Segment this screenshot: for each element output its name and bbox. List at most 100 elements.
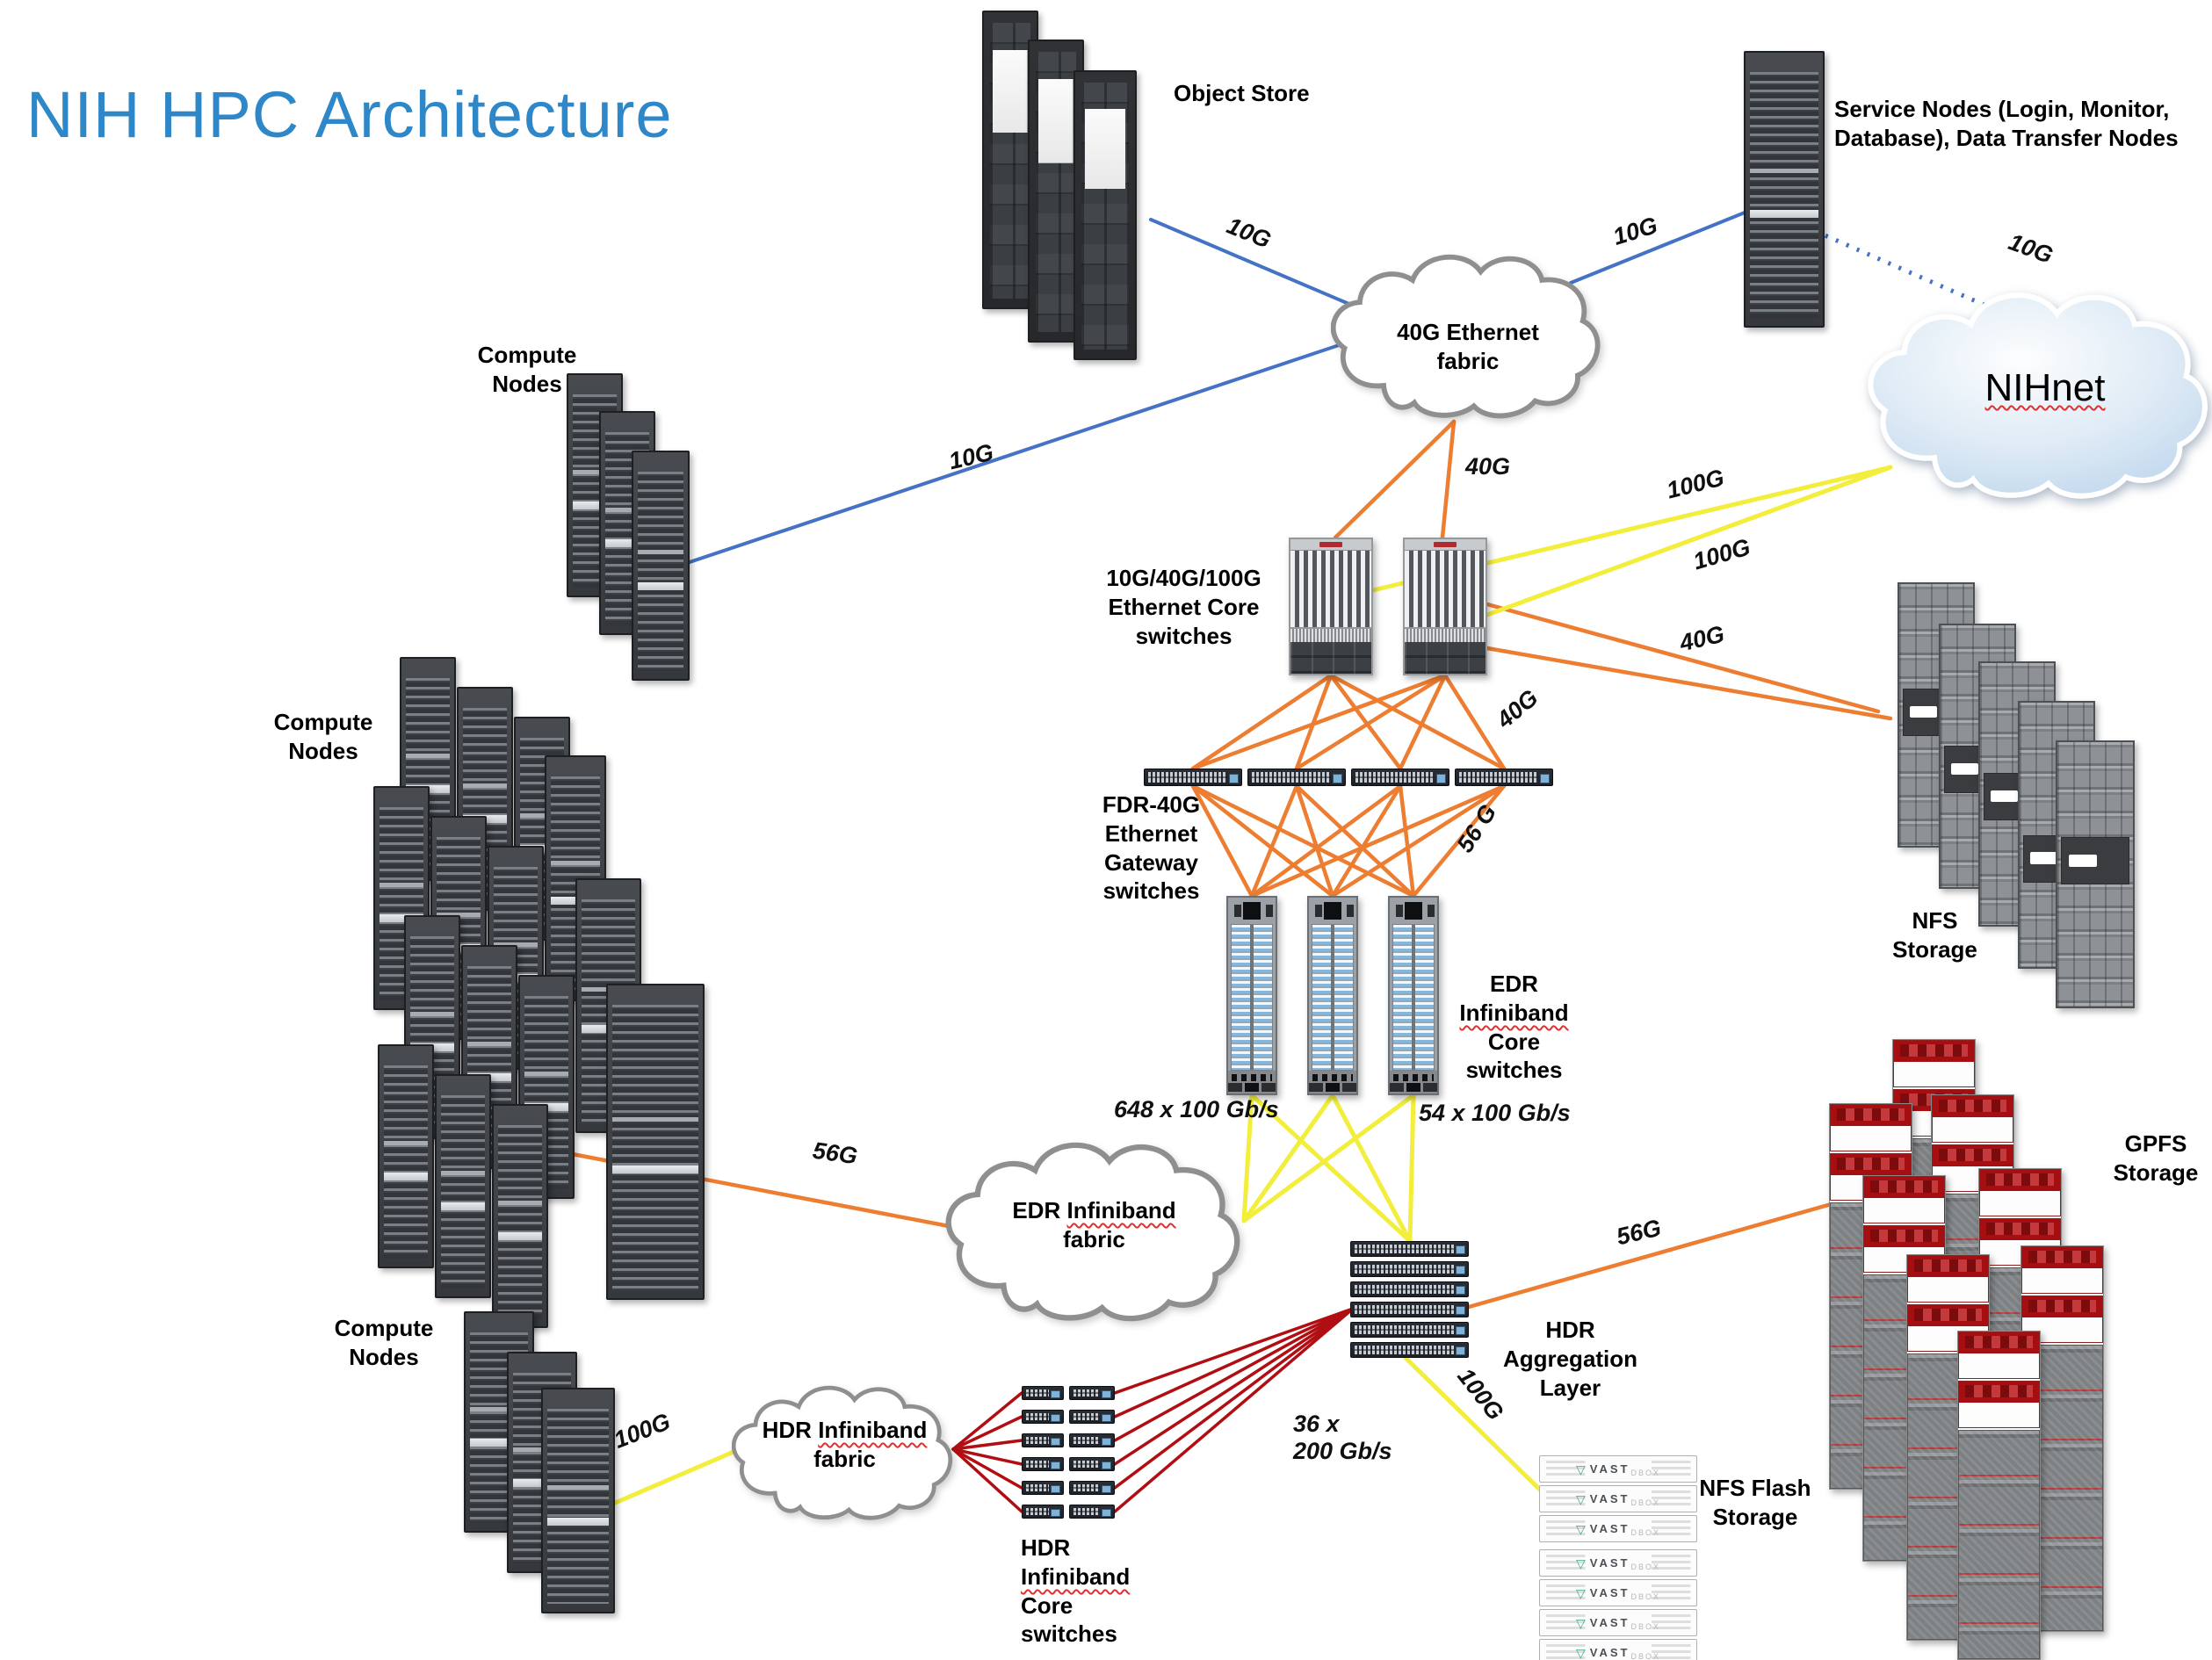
switch-line-cards xyxy=(1312,924,1354,1071)
link-label-54x100: 54 x 100 Gb/s xyxy=(1419,1100,1571,1126)
ethernet-fabric-cloud xyxy=(1331,254,1601,419)
vast-brand: VAST xyxy=(1589,1492,1630,1505)
ethernet-40g-links xyxy=(437,419,1893,1310)
hdr-core-switch xyxy=(1022,1505,1064,1519)
switch-top-panel xyxy=(1390,898,1437,924)
hdr-core-switch xyxy=(1022,1386,1064,1400)
fdr-gateway-switch xyxy=(1455,769,1553,786)
vast-model: DBOX xyxy=(1630,1498,1660,1507)
line-card-slots xyxy=(1290,550,1371,629)
vast-brand: VAST xyxy=(1589,1586,1630,1599)
ethernet-core-switch xyxy=(1403,538,1487,675)
fan-tray xyxy=(1290,642,1371,674)
nfs-flash-storage: ▽ VAST DBOX ▽ VAST DBOX ▽ VAST DBOX ▽ VA… xyxy=(1539,1455,1697,1660)
vast-logo-icon: ▽ xyxy=(1575,1585,1586,1600)
hdr-core-switch xyxy=(1069,1457,1115,1471)
hdr-core-switch xyxy=(1069,1481,1115,1495)
vast-model: DBOX xyxy=(1630,1469,1660,1477)
vast-brand: VAST xyxy=(1589,1522,1630,1535)
vast-logo-icon: ▽ xyxy=(1575,1645,1586,1660)
compute-rack xyxy=(378,1044,434,1268)
line-card-slots xyxy=(1405,550,1486,629)
hdr-core-switch xyxy=(1069,1505,1115,1519)
nfs-controller xyxy=(2061,837,2129,885)
vast-dbox: ▽ VAST DBOX xyxy=(1539,1485,1697,1512)
hdr-core-switch xyxy=(1069,1433,1115,1447)
gpfs-controller xyxy=(1893,1040,1975,1087)
vast-logo-icon: ▽ xyxy=(1575,1615,1586,1630)
vast-logo-icon: ▽ xyxy=(1575,1462,1586,1476)
port-row xyxy=(1405,629,1486,642)
gpfs-controller xyxy=(1958,1381,2040,1428)
switch-top-panel xyxy=(1228,898,1276,924)
object-store-label: Object Store xyxy=(1174,80,1310,106)
vast-dbox: ▽ VAST DBOX xyxy=(1539,1639,1697,1660)
service-nodes-rack xyxy=(1744,51,1825,328)
vast-brand: VAST xyxy=(1589,1556,1630,1570)
gpfs-controller xyxy=(1958,1332,2040,1379)
hdr-core-switch xyxy=(1022,1410,1064,1424)
gpfs-storage-stack xyxy=(1957,1331,2041,1660)
fdr-gateway-switch xyxy=(1351,769,1449,786)
hdr-aggregation-switch xyxy=(1350,1302,1469,1317)
port-row xyxy=(1290,629,1371,642)
switch-line-cards xyxy=(1392,924,1435,1071)
hdr-infiniband-links xyxy=(951,1307,1355,1513)
vast-dbox: ▽ VAST DBOX xyxy=(1539,1579,1697,1606)
fan-tray xyxy=(1405,642,1486,674)
vast-brand: VAST xyxy=(1589,1616,1630,1629)
edr-fabric-cloud xyxy=(945,1142,1240,1322)
vast-dbox: ▽ VAST DBOX xyxy=(1539,1549,1697,1577)
vast-model: DBOX xyxy=(1630,1528,1660,1537)
gpfs-controller xyxy=(1932,1095,2013,1143)
vast-brand: VAST xyxy=(1589,1462,1630,1476)
link-label-648x100: 648 x 100 Gb/s xyxy=(1114,1096,1279,1122)
edr-core-switch xyxy=(1226,896,1277,1095)
nihnet-cloud xyxy=(1868,292,2208,499)
hdr-core-switch xyxy=(1069,1410,1115,1424)
vast-model: DBOX xyxy=(1630,1652,1660,1660)
vast-logo-icon: ▽ xyxy=(1575,1491,1586,1506)
hdr-core-switch xyxy=(1022,1457,1064,1471)
hdr-aggregation-switch xyxy=(1350,1241,1469,1257)
vast-model: DBOX xyxy=(1630,1563,1660,1571)
compute-rack xyxy=(492,1104,548,1328)
gpfs-controller xyxy=(2021,1246,2103,1294)
hdr-fabric-cloud-label: HDR Infiniband fabric xyxy=(762,1417,928,1472)
nfs-storage-rack xyxy=(2056,740,2135,1008)
page-title: NIH HPC Architecture xyxy=(26,78,673,151)
vast-brand: VAST xyxy=(1589,1646,1630,1659)
hdr-core-switch xyxy=(1069,1386,1115,1400)
gpfs-controller xyxy=(1863,1176,1945,1223)
vast-dbox: ▽ VAST DBOX xyxy=(1539,1515,1697,1542)
vast-model: DBOX xyxy=(1630,1592,1660,1601)
hdr-aggregation-switch xyxy=(1350,1281,1469,1297)
compute-rack xyxy=(632,451,690,681)
edr-fabric-cloud-label: EDR Infiniband fabric xyxy=(1012,1197,1176,1252)
vast-dbox: ▽ VAST DBOX xyxy=(1539,1609,1697,1636)
gpfs-controller xyxy=(1863,1225,1945,1273)
compute-rack xyxy=(541,1388,615,1613)
hdr-fabric-cloud xyxy=(732,1385,953,1520)
edr-core-switch xyxy=(1307,896,1358,1095)
compute-rack xyxy=(435,1074,491,1298)
switch-line-cards xyxy=(1231,924,1273,1071)
fdr-gateway-switch xyxy=(1144,769,1242,786)
infiniband-100g-links xyxy=(611,465,1893,1506)
hdr-aggregation-switch xyxy=(1350,1261,1469,1277)
hdr-core-switches-label: HDR Infiniband Core switches xyxy=(1021,1534,1131,1648)
switch-bottom-panel xyxy=(1228,1071,1276,1093)
object-store-rack xyxy=(1073,70,1137,360)
nihnet-cloud-label: NIHnet xyxy=(1984,366,2106,409)
